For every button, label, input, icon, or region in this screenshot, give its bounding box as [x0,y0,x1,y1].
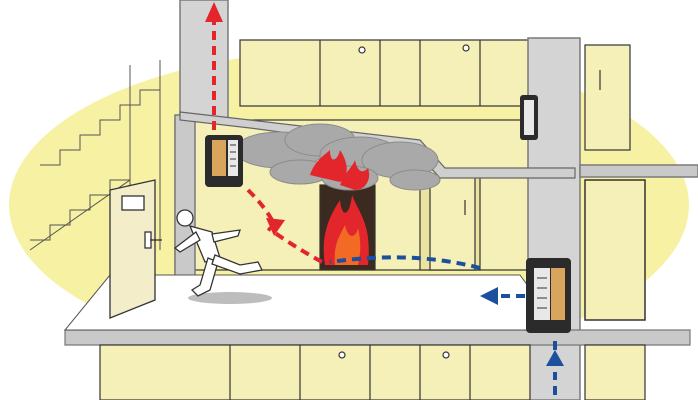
running-person-icon [173,209,272,304]
exhaust-arrowhead-icon [266,218,285,236]
upper-door-knob [358,46,366,54]
supply-arrowhead-icon [546,350,564,366]
exhaust-arrowhead-icon [205,2,223,22]
fresh-air-flow [329,255,557,395]
fire-icon [310,150,370,265]
lower-floor [99,344,646,400]
supply-fan-icon [526,258,571,333]
lower-door-knob [442,351,450,359]
supply-arrowhead-icon [480,287,498,305]
upper-door-knob [462,44,470,52]
smoke-cloud [234,123,441,191]
back-door [429,174,476,271]
wall-grille-icon [520,95,538,140]
lower-door-knob [338,351,346,359]
person-shadow [188,292,272,304]
exhaust-fan-icon [205,135,243,187]
smoke-exhaust-flow [212,22,323,264]
stair-door [109,179,162,319]
floor-slab [64,329,691,346]
